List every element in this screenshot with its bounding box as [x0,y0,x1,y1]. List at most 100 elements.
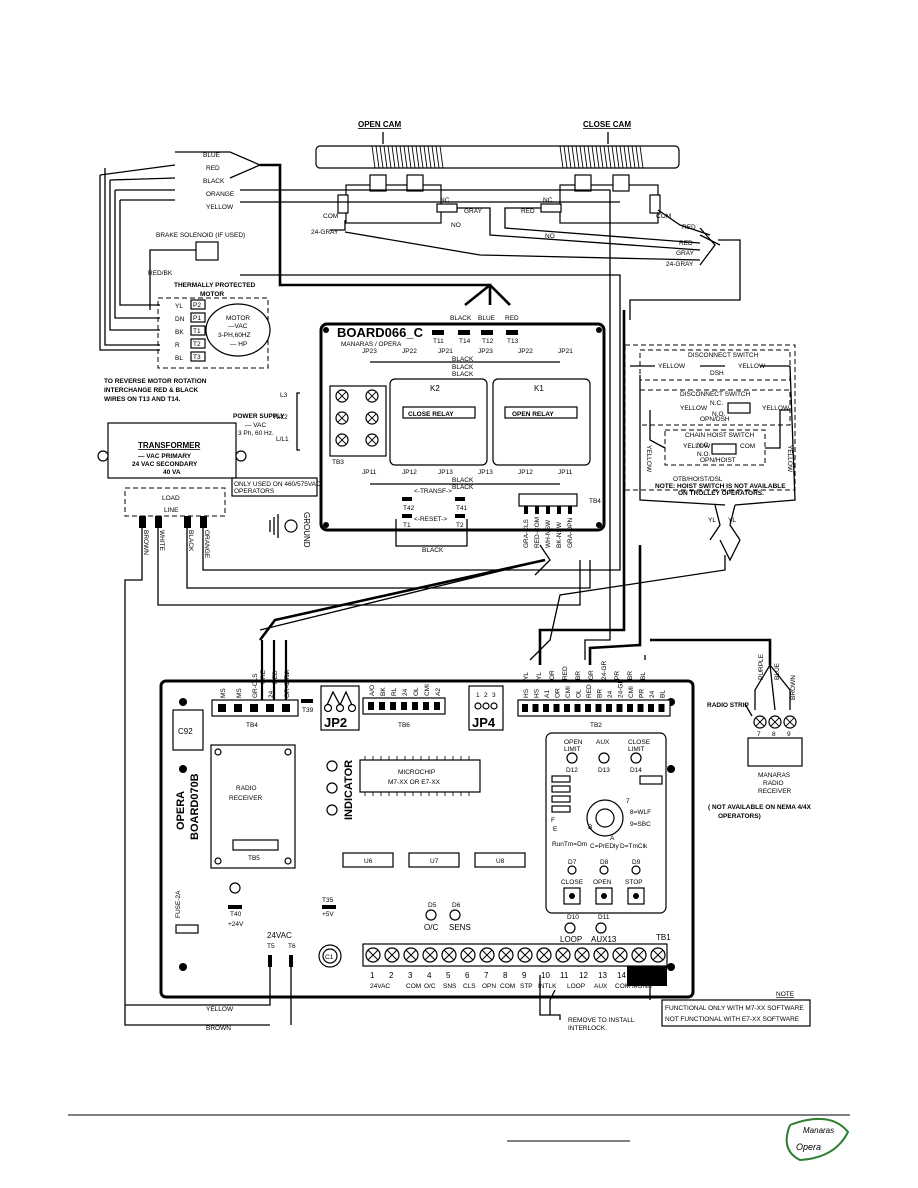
xfmr-pin-2 [184,516,191,528]
motor-box-1 [190,312,206,323]
relay-k1 [492,378,591,466]
relay-k2-label: K2 [430,384,440,393]
reverse-note-2: INTERCHANGE RED & BLACK [104,387,199,394]
tb1-num-14: 14 [617,971,626,980]
dial-label-8: RunTm=Dm [552,841,587,848]
b066-tb4-label: TB4 [589,498,601,505]
dial-label-1: 7 [626,798,630,805]
b066-black-4: BLACK [452,477,474,484]
tb4-pin-0 [218,704,226,712]
harness-black: BLACK [203,178,225,185]
b066-jumper-top-0: JP23 [362,348,377,355]
opn-yellow-2: YELLOW [762,405,790,412]
tb1-label-6: COM [500,983,515,990]
tb2-pin-0 [522,704,528,712]
dial-switch-1 [551,785,571,793]
led-top-id-1: D13 [598,767,610,774]
opn-no: N.O. [712,411,726,418]
plus24-label: +24V [228,921,244,928]
motor-harness: BLUE RED BLACK ORANGE YELLOW BLACK BLUE … [99,151,620,369]
t40-label: T40 [230,911,242,918]
tb6-pin-label-0: A/O [369,685,376,696]
tb2-wire-3: RED [562,666,569,680]
motor-line2: —VAC [228,323,248,330]
board066-subtitle: MANARAS / OPERA [341,341,402,348]
yl-1: YL [708,517,716,524]
recv-label-3: RECEIVER [758,788,792,795]
tb3-right-0 [365,389,379,403]
fuse-label: FUSE-2A [175,890,182,918]
tb1-label-0: 24VAC [370,983,390,990]
dsh-yellow-1: YELLOW [658,363,686,370]
wire-24gray: 24-GRAY [666,261,694,268]
tb2-pin-label-10: CMI [628,686,635,698]
motor-box-3 [190,338,206,349]
b066-tb4-pin-2: WH-NSW [545,519,552,548]
strip-num-9: 9 [787,731,791,738]
tb1-label-5: OPN [482,983,496,990]
b066-tb4-pin-4: GRA-OPN [567,517,574,548]
jp4-label: JP4 [472,715,496,730]
dial-label-7: D=TmClk [620,843,648,850]
led-top-label-a-2: CLOSE [628,739,651,746]
tb1-num-15: 15 [636,971,645,980]
b066-tb4-pin-1: RED-COM [534,517,541,548]
tb1-num-13: 13 [598,971,607,980]
open-cam-nc: NC [440,197,450,204]
jp4-pin-2: 2 [484,692,488,699]
brake-solenoid [195,241,219,261]
b066-black-5: BLACK [452,484,474,491]
u7-label: U7 [430,858,439,865]
tb1-term-5 [441,947,457,963]
hoist-no: N.O. [697,451,711,458]
t39-label: T39 [302,707,314,714]
microchip [359,759,481,793]
tb1-num-6: 6 [465,971,470,980]
receiver-label: RECEIVER [229,795,263,802]
motor-term-yl: YL [175,303,183,310]
btn-label-1: OPEN [593,879,612,886]
tb1-num-9: 9 [522,971,527,980]
tb2-wire-8: BR [627,671,634,680]
close-cam-red: RED [521,208,535,215]
tb1-term-3 [403,947,419,963]
tb4-wire-0: GRE [260,669,267,684]
b066-top-term-label-0: T11 [433,338,444,345]
close-cam-nc: NC [543,197,553,204]
sens-label: SENS [449,923,471,932]
tb3-right-1 [365,411,379,425]
tb1-term-6 [460,947,476,963]
strip-blue: BLUE [774,662,781,680]
b066-jumper-top-4: JP22 [518,348,533,355]
close-cam-label: CLOSE CAM [583,120,631,129]
tb1-label-4: CLS [463,983,476,990]
btn-led-1 [599,865,609,875]
transformer: TRANSFORMER — VAC PRIMARY 24 VAC SECONDA… [97,422,247,559]
transformer-load: LOAD [162,495,180,502]
tb1-term-14 [612,947,628,963]
tb2-block [517,699,671,717]
tb2-pin-label-1: HS [534,688,541,698]
tb6-pin-6 [434,702,440,710]
tb2-wire-6: 24-GR [601,661,608,680]
tb2-pin-10 [627,704,633,712]
disconnect-switch-1: DISCONNECT SWITCH [688,352,759,359]
c1-label: C1 [325,954,334,961]
jp2-label: JP2 [324,715,347,730]
only-used-note [231,477,318,497]
tb1-num-10: 10 [541,971,550,980]
tb6-pin-label-2: RL [391,687,398,696]
monit-note-2: NOT FUNCTIONAL WITH E7-XX SOFTWARE [665,1016,800,1023]
b066-top-term-3 [506,330,518,335]
radio-label: RADIO [236,785,257,792]
open-cam-no: NO [451,222,461,229]
microchip-model: M7-XX OR E7-XX [388,779,441,786]
tb2-pin-6 [585,704,591,712]
tb1-label-10: AUX [594,983,608,990]
radio-strip-label: RADIO STRIP [707,702,750,709]
transformer-va: 40 VA [163,469,181,476]
tb6-pin-label-5: CMI [424,684,431,696]
transformer-primary: — VAC PRIMARY [138,453,192,460]
disconnect-switch-2: DISCONNECT SWITCH [680,391,751,398]
tb1-term-7 [479,947,495,963]
